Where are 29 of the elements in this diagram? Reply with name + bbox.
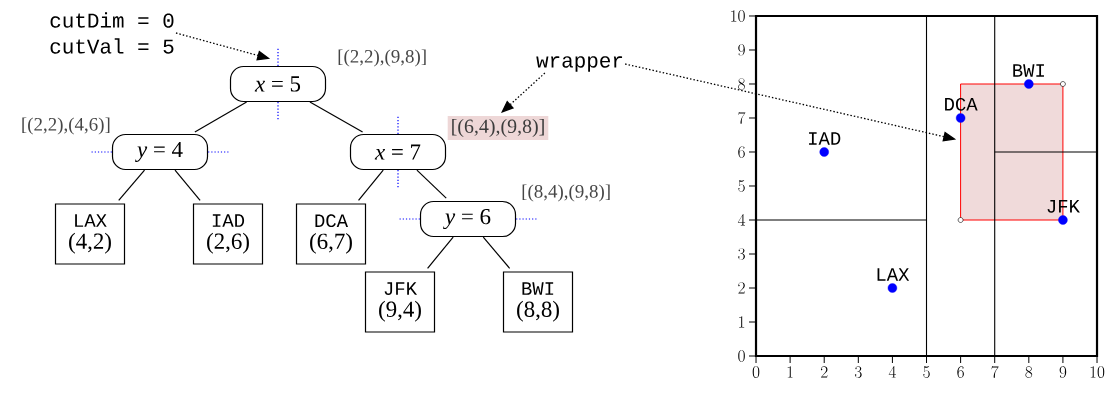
y-tick-label: 4	[737, 214, 746, 226]
x-tick-label: 10	[1090, 366, 1105, 378]
x-tick-label: 1	[787, 366, 793, 378]
x-tick-label: 5	[923, 366, 930, 378]
y-tick-label: 8	[738, 78, 745, 90]
bounding-box-label: [(2,2),(4,6)]	[22, 117, 110, 135]
annotation: JFK	[1047, 200, 1080, 213]
y-tick-label: 5	[738, 180, 745, 192]
x-tick-label: 4	[888, 366, 897, 378]
x-tick-label: 8	[1025, 366, 1033, 378]
y-tick-label: 10	[731, 10, 745, 22]
y-tick-label: 6	[738, 146, 745, 158]
y-tick-label: 9	[738, 44, 745, 56]
x-tick-label: 6	[957, 366, 964, 378]
x-tick-label: 0	[752, 366, 760, 378]
x-tick-label: 3	[854, 366, 862, 378]
x-tick-label: 9	[1059, 366, 1067, 378]
annotation: BWI	[1013, 64, 1044, 77]
annotation: IAD	[809, 132, 841, 145]
bounding-box-label: [(2,2),(9,8)]	[338, 49, 426, 67]
bounding-box-label: [(8,4),(9,8)]	[522, 184, 610, 202]
y-tick-label: 0	[738, 350, 745, 362]
y-tick-label: 1	[739, 316, 745, 328]
x-tick-label: 7	[991, 365, 999, 378]
y-tick-label: 2	[738, 282, 745, 294]
annotation: LAX	[877, 268, 910, 281]
y-tick-label: 7	[738, 111, 746, 124]
x-tick-label: 2	[820, 366, 828, 378]
y-tick-label: 3	[738, 248, 745, 260]
